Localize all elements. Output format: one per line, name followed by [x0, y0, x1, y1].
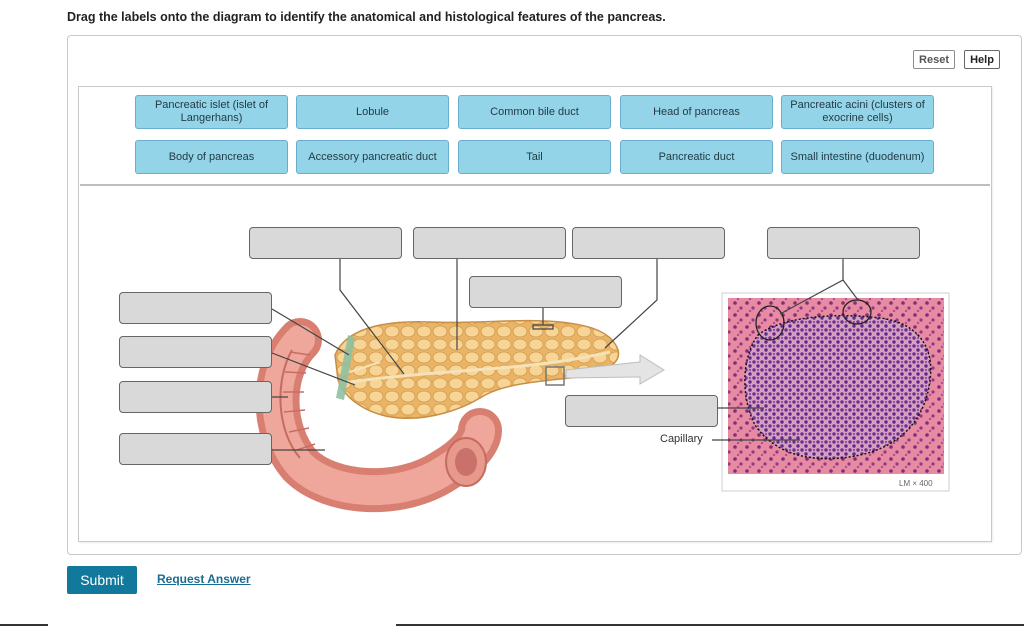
duodenum-illustration [255, 318, 502, 513]
drop-target-8[interactable] [119, 381, 272, 413]
reset-button[interactable]: Reset [913, 50, 955, 69]
drop-target-2[interactable] [413, 227, 566, 259]
submit-button[interactable]: Submit [67, 566, 137, 594]
drop-target-9[interactable] [565, 395, 718, 427]
magnification-caption: LM × 400 [899, 479, 933, 488]
drop-target-10[interactable] [119, 433, 272, 465]
drop-target-7[interactable] [119, 336, 272, 368]
capillary-caption: Capillary [660, 433, 703, 445]
request-answer-link[interactable]: Request Answer [157, 572, 251, 586]
bottom-divider-left [0, 624, 48, 626]
label-pancreatic-islet[interactable]: Pancreatic islet (islet of Langerhans) [135, 95, 288, 129]
instruction-text: Drag the labels onto the diagram to iden… [67, 10, 666, 24]
help-button[interactable]: Help [964, 50, 1000, 69]
label-head-of-pancreas[interactable]: Head of pancreas [620, 95, 773, 129]
label-pancreatic-duct[interactable]: Pancreatic duct [620, 140, 773, 174]
drop-target-6[interactable] [119, 292, 272, 324]
label-body-of-pancreas[interactable]: Body of pancreas [135, 140, 288, 174]
drop-target-4[interactable] [767, 227, 920, 259]
label-lobule[interactable]: Lobule [296, 95, 449, 129]
drop-target-5[interactable] [469, 276, 622, 308]
label-small-intestine[interactable]: Small intestine (duodenum) [781, 140, 934, 174]
bottom-divider-right [396, 624, 1024, 626]
label-tail[interactable]: Tail [458, 140, 611, 174]
label-pancreatic-acini[interactable]: Pancreatic acini (clusters of exocrine c… [781, 95, 934, 129]
label-accessory-pancreatic-duct[interactable]: Accessory pancreatic duct [296, 140, 449, 174]
drop-target-1[interactable] [249, 227, 402, 259]
drop-target-3[interactable] [572, 227, 725, 259]
label-common-bile-duct[interactable]: Common bile duct [458, 95, 611, 129]
label-bank-divider [80, 184, 990, 186]
